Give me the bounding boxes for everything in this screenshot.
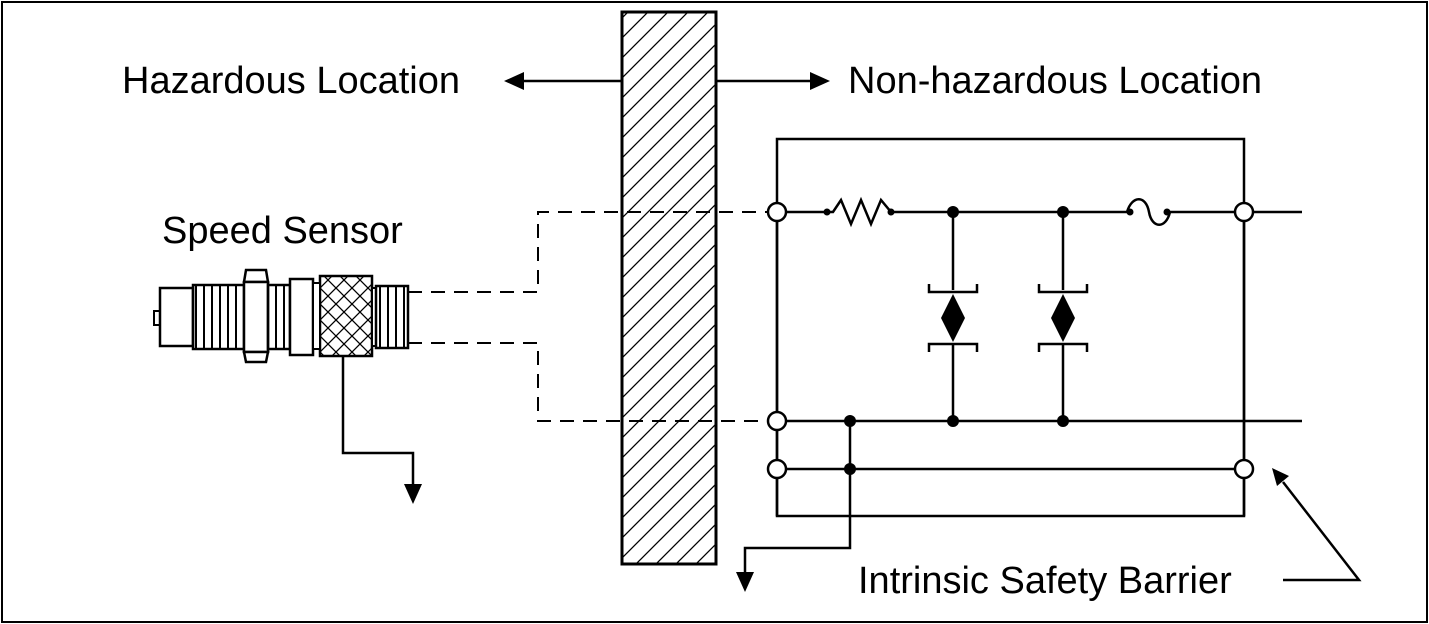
speed-sensor-icon	[153, 268, 410, 364]
field-wiring	[408, 211, 770, 422]
hatched-wall-icon	[620, 10, 718, 566]
barrier-terminals	[766, 201, 1255, 480]
zener-diode-icon	[1037, 212, 1089, 421]
barrier-ground-arrow-icon	[736, 421, 852, 592]
fuse-icon	[1125, 198, 1172, 226]
intrinsic-safety-barrier-label: Intrinsic Safety Barrier	[858, 560, 1232, 602]
hazardous-location-label: Hazardous Location	[122, 60, 460, 102]
left-arrow-icon	[504, 72, 622, 90]
barrier-leader-arrow-icon	[1272, 468, 1362, 582]
speed-sensor-label: Speed Sensor	[162, 210, 403, 252]
non-hazardous-location-label: Non-hazardous Location	[848, 60, 1262, 102]
resistor-icon	[823, 196, 895, 228]
sensor-ground-arrow-icon	[341, 356, 422, 504]
zener-diode-icon	[927, 212, 979, 421]
right-arrow-icon	[716, 72, 830, 90]
